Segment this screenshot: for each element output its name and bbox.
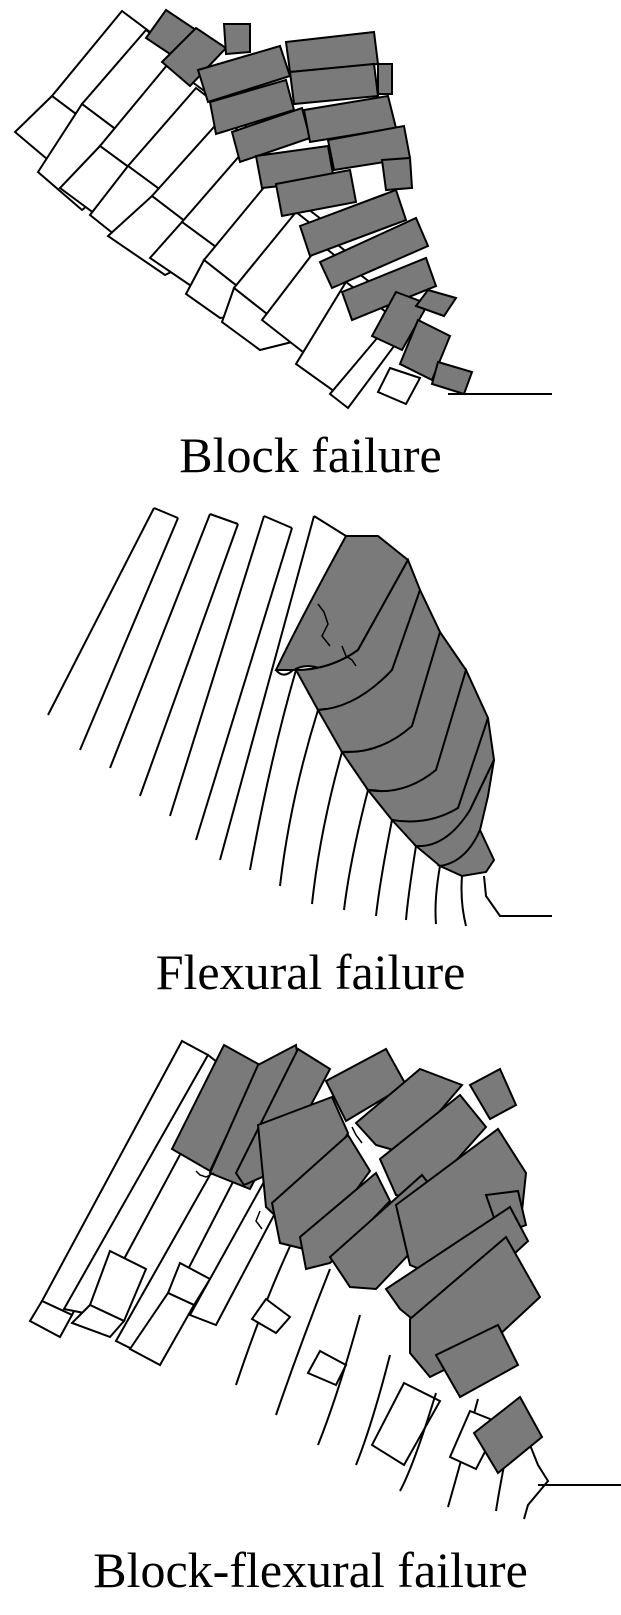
block-failure-diagram bbox=[13, 8, 552, 410]
panel-block-failure: Block failure bbox=[0, 0, 621, 500]
block-flexural-failure-diagram bbox=[28, 1039, 621, 1520]
flexural-failure-diagram bbox=[47, 507, 552, 927]
panel-flexural-failure: Flexural failure bbox=[0, 500, 621, 1020]
failed-blocks bbox=[170, 1043, 544, 1475]
caption-block-failure: Block failure bbox=[179, 427, 442, 483]
caption-block-flexural-failure: Block-flexural failure bbox=[93, 1542, 528, 1598]
panel-block-flexural-failure: Block-flexural failure bbox=[0, 1025, 621, 1615]
caption-flexural-failure: Flexural failure bbox=[155, 944, 466, 1000]
crack-lines bbox=[195, 1126, 363, 1230]
intact-columns bbox=[47, 507, 552, 927]
intact-blocks bbox=[28, 1039, 621, 1520]
crack-lines bbox=[317, 603, 357, 667]
failed-zone bbox=[274, 535, 496, 878]
failed-blocks bbox=[144, 8, 474, 396]
